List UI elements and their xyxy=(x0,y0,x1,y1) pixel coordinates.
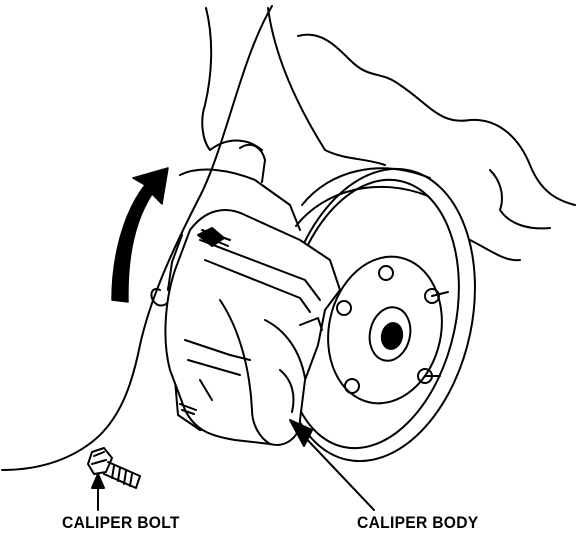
wheel-hub xyxy=(327,255,449,405)
caliper-body xyxy=(164,209,341,446)
caliper-body-label: CALIPER BODY xyxy=(357,513,479,532)
caliper-bolt-leader xyxy=(91,473,105,511)
rotation-arrow-icon xyxy=(111,167,169,303)
caliper-bolt-label: CALIPER BOLT xyxy=(62,513,180,532)
inner-fender-outline xyxy=(297,33,576,262)
caliper-body-leader xyxy=(289,419,375,511)
slide-pin-boots xyxy=(179,229,231,415)
caliper-bolt-icon xyxy=(87,447,141,489)
